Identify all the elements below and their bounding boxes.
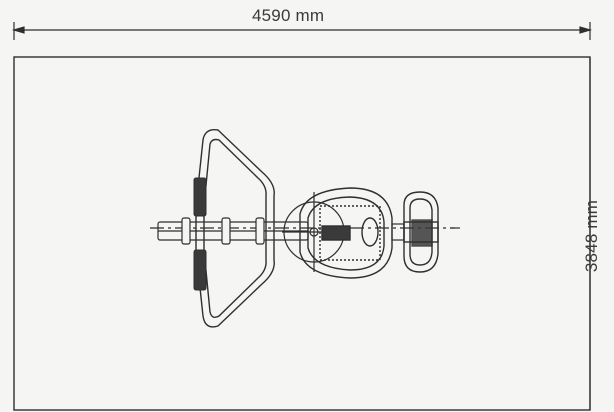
seat-large	[299, 187, 393, 279]
handle-grips	[193, 177, 207, 291]
width-dimension-label: 4590 mm	[252, 6, 325, 25]
shaft-bolts	[181, 217, 265, 245]
handle-frame	[195, 129, 275, 328]
height-dimension-label: 3848 mm	[582, 199, 602, 273]
seat-small	[403, 191, 439, 273]
width-dimension-line	[11, 22, 593, 40]
area-boundary	[13, 56, 591, 411]
seat-connector	[391, 223, 405, 241]
